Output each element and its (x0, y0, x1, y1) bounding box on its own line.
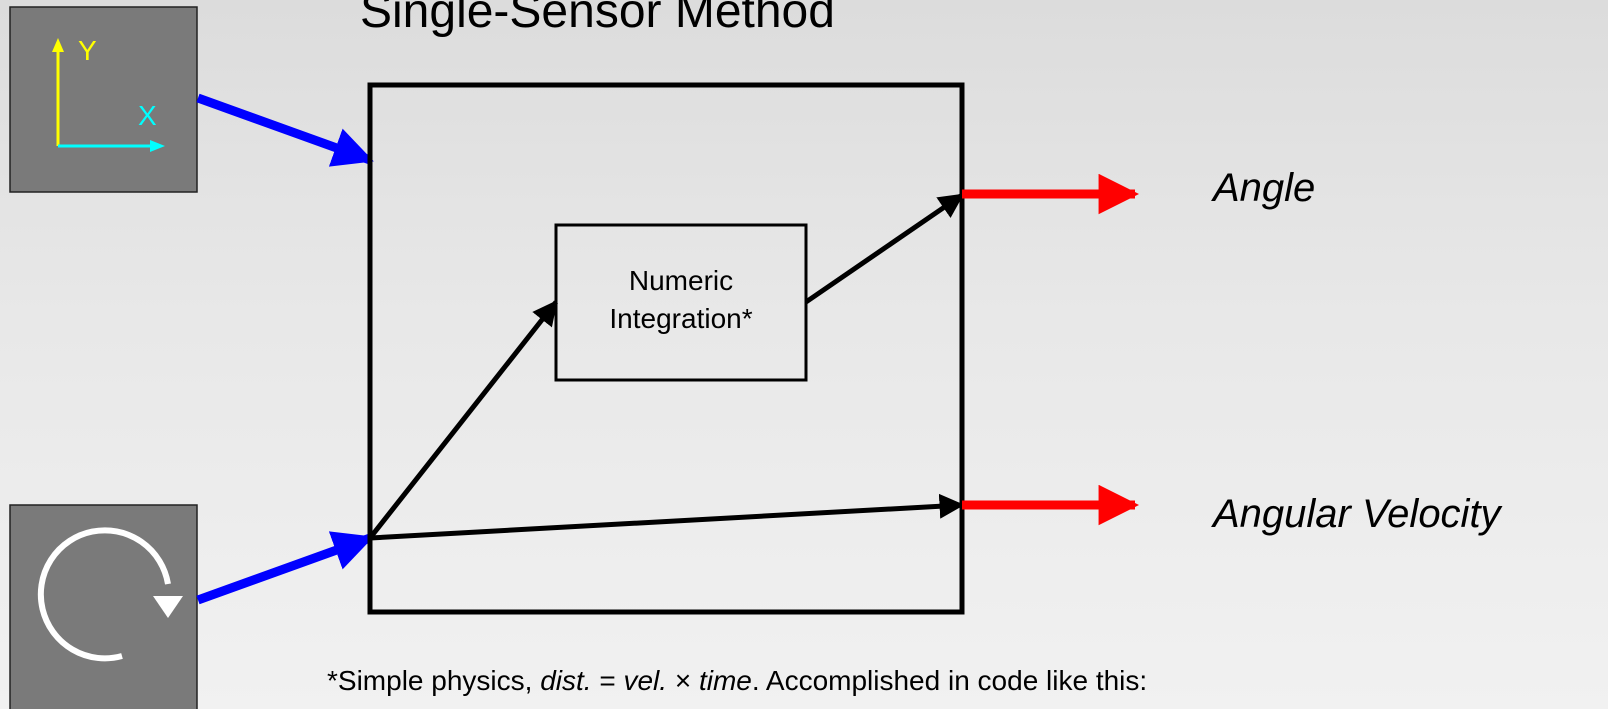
footnote-times: × (667, 665, 699, 696)
arrow-to-angular-velocity (369, 493, 965, 541)
output-label-angle: Angle (1213, 166, 1316, 210)
footnote-equals: = (591, 665, 624, 696)
y-axis-label: Y (78, 35, 97, 66)
footnote-dist: dist. (540, 665, 592, 696)
xy-axes-icon (52, 38, 165, 152)
processing-box (367, 82, 965, 615)
x-axis-label: X (138, 100, 157, 131)
diagram-title: Single-Sensor Method (360, 0, 835, 38)
integration-label-line2: Integration* (609, 303, 753, 334)
input-arrow-accelerometer (196, 93, 374, 167)
accelerometer-sensor: Y X (9, 6, 198, 193)
output-label-angular-velocity: Angular Velocity (1213, 492, 1501, 536)
gyroscope-sensor (9, 504, 198, 709)
input-arrow-gyroscope (196, 531, 374, 605)
arrow-integration-to-angle (804, 192, 965, 305)
footnote-suffix: . Accomplished in code like this: (751, 665, 1148, 696)
footnote-time: time (698, 665, 752, 696)
integration-label: Numeric Integration* (556, 262, 806, 338)
integration-label-line1: Numeric (628, 265, 734, 296)
footnote-prefix: *Simple physics, (327, 665, 541, 696)
arrow-to-integration (368, 300, 558, 540)
rotation-arrow-icon (37, 527, 183, 662)
footnote-vel: vel. (623, 665, 668, 696)
footnote: *Simple physics, dist. = vel. × time. Ac… (327, 665, 1147, 697)
